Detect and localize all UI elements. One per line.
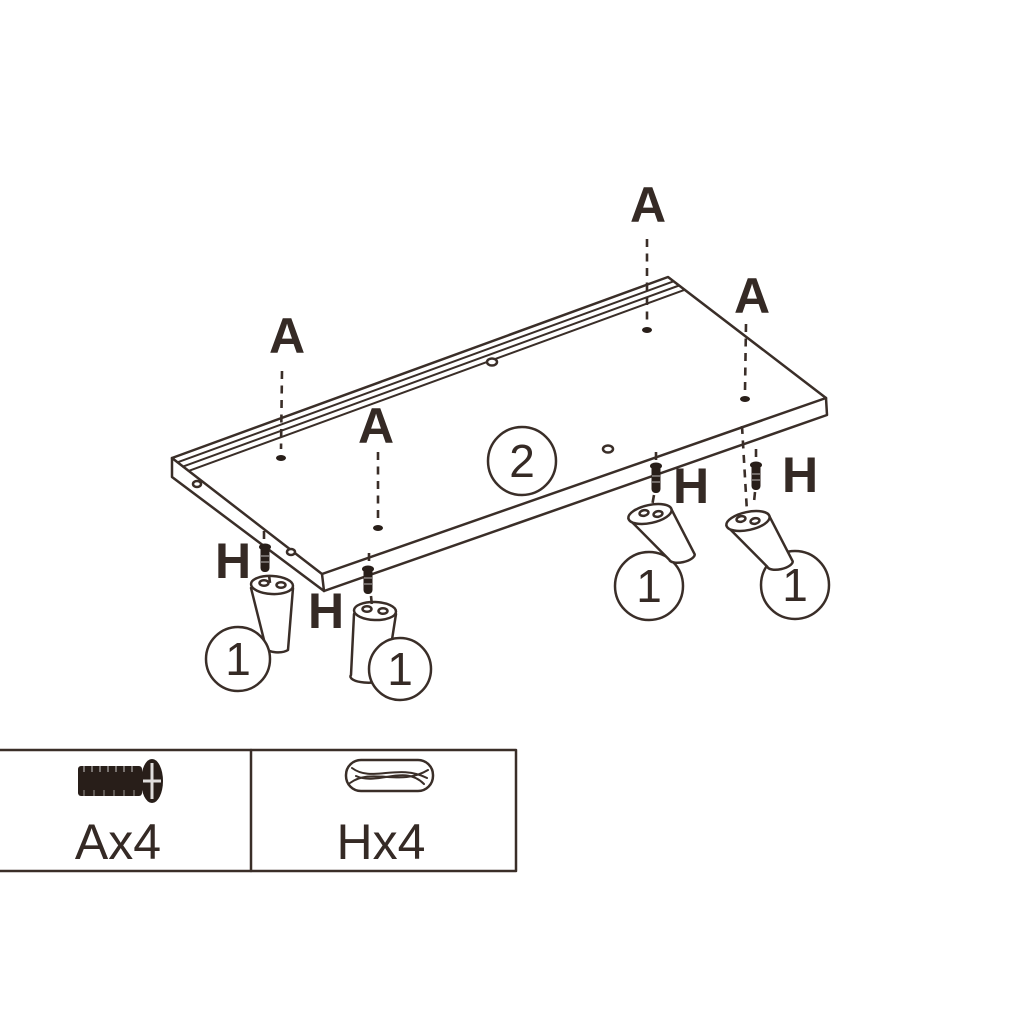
panel-number-badge: 2: [486, 425, 558, 497]
screw-target-dot: [276, 455, 286, 461]
phillips-cross: [143, 763, 161, 799]
leg-number-badge: 1: [367, 636, 433, 702]
nut-callout-h2: H: [308, 553, 374, 639]
nut-callout-h1: H: [215, 531, 272, 589]
panel-edge-hole: [191, 479, 203, 489]
leg-badge-number: 1: [387, 643, 413, 695]
alignment-dashed-line: [740, 425, 749, 513]
badge-circle: [204, 625, 272, 693]
leg-top-hole: [377, 606, 389, 616]
panel-surface-hole: [485, 357, 499, 367]
screw-leader-line: [279, 370, 284, 450]
screw-callout-label: A: [269, 308, 305, 364]
cross-dowel-nut-icon: [344, 758, 435, 793]
panel-surface-hole: [601, 444, 615, 454]
inserted-screw: [651, 465, 661, 493]
screw-callout-a1: A: [269, 308, 305, 461]
leg-top-hole: [638, 508, 650, 518]
screw-target-dot: [642, 327, 652, 333]
panel-front-corner-edge: [320, 572, 326, 593]
leg-back-right: [627, 502, 696, 564]
nut-callout-h4: H: [740, 425, 818, 513]
screw-callout-a4: A: [734, 268, 770, 402]
screw-target-dot: [373, 525, 383, 531]
nut-callout-h3: H: [650, 452, 709, 514]
nut-callout-label: H: [673, 458, 709, 514]
leg-top-hole: [749, 516, 761, 526]
nut-callout-label: H: [308, 583, 344, 639]
leg-front-left: [249, 574, 295, 654]
leg-number-badge: 1: [204, 625, 272, 693]
leg-top-hole: [258, 578, 270, 588]
inserted-screw: [363, 568, 373, 594]
screw-target-dot: [740, 396, 750, 402]
badge-circle: [486, 425, 558, 497]
leg-top-hole: [361, 604, 373, 614]
screw-leader-line: [743, 323, 748, 392]
panel-edge-rail: [176, 280, 686, 472]
leg-top-hole: [652, 509, 664, 519]
parts-table: Ax4 Hx4: [0, 748, 518, 873]
screw-callout-label: A: [630, 177, 666, 233]
machine-screw-icon: [78, 759, 163, 803]
leg-badge-number: 1: [225, 633, 251, 685]
panel-badge-number: 2: [509, 435, 535, 487]
screw-callout-label: A: [734, 268, 770, 324]
nut-callout-label: H: [782, 447, 818, 503]
badge-circle: [367, 636, 433, 702]
leg-front-right: [725, 509, 794, 571]
screw-callout-label: A: [358, 398, 394, 454]
leg-top-hole: [275, 580, 287, 590]
badge-circle: [613, 550, 685, 622]
panel-edge-hole: [285, 547, 297, 557]
parts-cell-screw: Ax4: [75, 759, 163, 870]
screw-callout-a3: A: [630, 177, 666, 333]
parts-cell-label: Hx4: [337, 814, 426, 870]
leg-badge-number: 1: [636, 560, 662, 612]
screw-callout-a2: A: [358, 398, 394, 531]
parts-cell-label: Ax4: [75, 814, 161, 870]
table-top-panel: [170, 275, 829, 593]
inserted-screw: [260, 546, 270, 572]
inserted-screw: [751, 464, 761, 490]
nut-callout-label: H: [215, 533, 251, 589]
parts-cell-nut: Hx4: [337, 758, 435, 870]
leg-number-badge: 1: [613, 550, 685, 622]
leg-top-hole: [735, 514, 747, 524]
